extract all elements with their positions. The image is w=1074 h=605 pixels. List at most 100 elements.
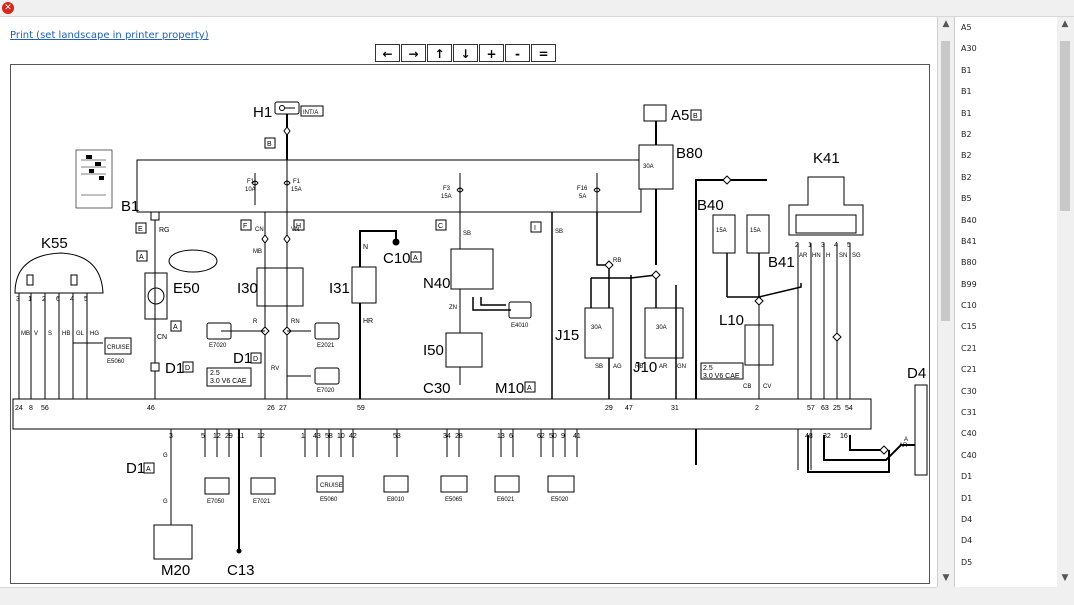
list-item[interactable]: B1 xyxy=(961,65,972,75)
label-a5: A5 xyxy=(671,107,689,124)
component-e50 xyxy=(144,272,168,320)
svg-text:10A: 10A xyxy=(245,187,256,193)
diagram-vertical-scrollbar[interactable]: ▲ ▼ xyxy=(937,17,954,587)
svg-text:2.5: 2.5 xyxy=(210,370,220,377)
list-item[interactable]: B2 xyxy=(961,151,972,161)
fusebox-b1 xyxy=(136,159,642,213)
list-item[interactable]: C30 xyxy=(961,386,977,396)
list-item[interactable]: D5 xyxy=(961,557,973,567)
scrollbar-thumb[interactable] xyxy=(941,41,950,321)
svg-text:MB: MB xyxy=(253,249,262,255)
nav-up-button[interactable]: ↑ xyxy=(427,44,452,62)
list-item[interactable]: C40 xyxy=(961,429,977,439)
scroll-down-icon[interactable]: ▼ xyxy=(1061,573,1069,583)
scroll-up-icon[interactable]: ▲ xyxy=(1061,19,1069,29)
bus-pin-label: 27 xyxy=(279,405,287,412)
horizontal-scrollbar[interactable] xyxy=(0,587,937,605)
svg-text:D: D xyxy=(253,356,258,363)
list-item[interactable]: C15 xyxy=(961,322,977,332)
list-vertical-scrollbar[interactable]: ▲ ▼ xyxy=(1057,17,1074,587)
indicator-e2021 xyxy=(314,322,340,340)
label-d1-c: D1 xyxy=(126,460,145,477)
fuse-b80 xyxy=(638,144,674,190)
list-item[interactable]: B99 xyxy=(961,279,977,289)
list-item[interactable]: B80 xyxy=(961,258,977,268)
label-i50: I50 xyxy=(423,342,444,359)
bus-pin-label: 25 xyxy=(833,405,841,412)
list-item[interactable]: B5 xyxy=(961,194,972,204)
list-item[interactable]: B2 xyxy=(961,172,972,182)
svg-text:A: A xyxy=(904,437,908,443)
svg-text:A: A xyxy=(413,255,418,262)
nav-down-button[interactable]: ↓ xyxy=(453,44,478,62)
nav-left-button[interactable]: ← xyxy=(375,44,400,62)
scrollbar-thumb[interactable] xyxy=(1060,41,1070,211)
svg-text:15A: 15A xyxy=(291,187,302,193)
list-item[interactable]: A5 xyxy=(961,23,972,32)
svg-text:B: B xyxy=(693,113,698,120)
zoom-in-button[interactable]: + xyxy=(479,44,504,62)
bus-pin-label: 56 xyxy=(41,405,49,412)
scroll-down-icon[interactable]: ▼ xyxy=(942,573,950,583)
list-item[interactable]: D4 xyxy=(961,514,973,524)
list-item[interactable]: D1 xyxy=(961,493,973,503)
battery-a5 xyxy=(643,104,667,122)
svg-text:CB: CB xyxy=(743,384,751,390)
k41-pin-label: 5 xyxy=(847,242,851,249)
label-c30: C30 xyxy=(423,380,451,397)
k55-pin-label: 3 xyxy=(16,296,20,303)
svg-text:INT/A: INT/A xyxy=(303,110,318,116)
label-i31: I31 xyxy=(329,280,350,297)
list-item[interactable]: B40 xyxy=(961,215,977,225)
label-h1: H1 xyxy=(253,104,272,121)
svg-text:E4010: E4010 xyxy=(511,323,529,329)
label-d1-a: D1 xyxy=(165,360,184,377)
svg-text:A: A xyxy=(173,324,178,331)
wiring-diagram: B1 H1 INT/A B F1 10A F1 15A F3 15A xyxy=(10,64,930,584)
bus-pin-label: 48 xyxy=(805,433,813,440)
k55-pin-label: 5 xyxy=(84,296,88,303)
indicator-e7020a xyxy=(206,322,232,340)
list-item[interactable]: B1 xyxy=(961,87,972,97)
relay-j10 xyxy=(644,307,684,359)
svg-text:S: S xyxy=(48,331,52,337)
list-item[interactable]: C10 xyxy=(961,301,977,311)
svg-text:SB: SB xyxy=(555,229,563,235)
list-item[interactable]: C40 xyxy=(961,450,977,460)
list-item[interactable]: B2 xyxy=(961,129,972,139)
svg-text:F16: F16 xyxy=(577,186,588,192)
svg-text:GN: GN xyxy=(677,364,686,370)
svg-text:HN: HN xyxy=(812,253,821,259)
svg-text:AG: AG xyxy=(613,364,622,370)
list-item[interactable]: D4 xyxy=(961,536,973,546)
component-i50 xyxy=(445,332,483,368)
component-k41 xyxy=(788,176,864,236)
print-link[interactable]: Print (set landscape in printer property… xyxy=(10,30,209,41)
k55-pin-label: 2 xyxy=(42,296,46,303)
indicator-e6021 xyxy=(494,475,520,493)
list-item[interactable]: C21 xyxy=(961,365,977,375)
list-item[interactable]: B41 xyxy=(961,236,977,246)
zoom-reset-button[interactable]: = xyxy=(531,44,556,62)
list-item[interactable]: C31 xyxy=(961,408,977,418)
list-item[interactable]: D1 xyxy=(961,472,973,482)
bus-pin-label: 8 xyxy=(29,405,33,412)
svg-text:RN: RN xyxy=(291,319,300,325)
bus-pin-label: 11 xyxy=(237,433,244,440)
scroll-up-icon[interactable]: ▲ xyxy=(942,19,950,29)
gauge-illustration xyxy=(168,249,218,273)
bus-pin-label: 9 xyxy=(561,433,565,440)
label-i30: I30 xyxy=(237,280,258,297)
list-item[interactable]: C21 xyxy=(961,343,977,353)
list-item[interactable]: A30 xyxy=(961,44,977,54)
list-item[interactable]: B1 xyxy=(961,108,972,118)
close-icon[interactable]: ✕ xyxy=(2,2,14,14)
svg-text:A: A xyxy=(146,466,151,473)
k41-pin-label: 3 xyxy=(821,242,825,249)
nav-right-button[interactable]: → xyxy=(401,44,426,62)
svg-text:AR: AR xyxy=(899,443,908,449)
svg-text:E5060: E5060 xyxy=(320,497,338,503)
zoom-out-button[interactable]: - xyxy=(505,44,530,62)
fusebox-thumbnail xyxy=(75,149,113,209)
